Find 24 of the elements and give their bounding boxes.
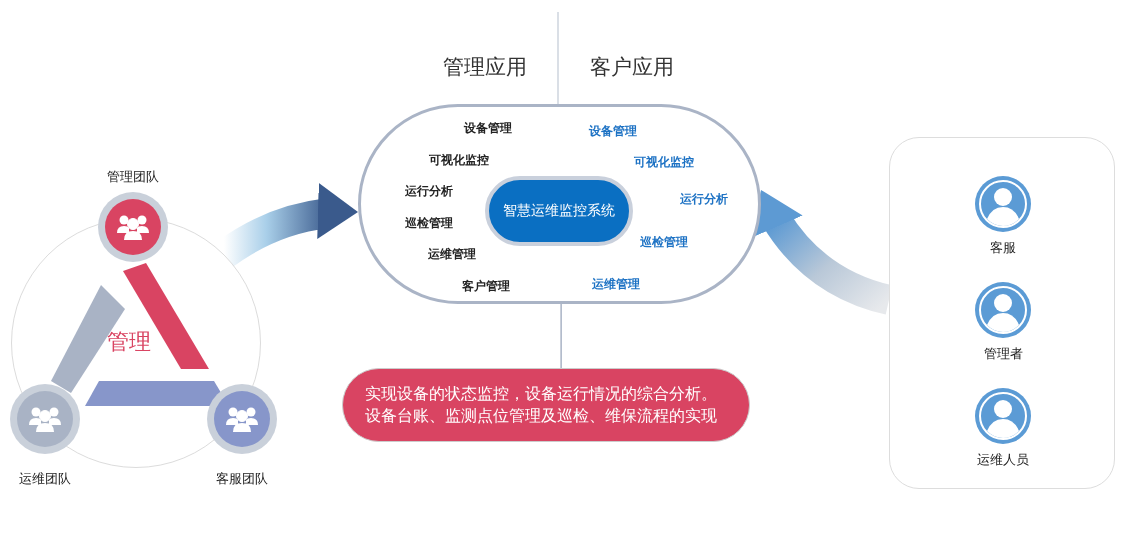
feature-label: 运维管理 — [428, 245, 476, 263]
feature-label: 运行分析 — [680, 190, 728, 208]
section-heading: 客户应用 — [590, 54, 674, 81]
core-label: 管理 — [107, 328, 151, 356]
team-label: 客服团队 — [216, 470, 268, 488]
feature-label: 运行分析 — [405, 182, 453, 200]
feature-label: 设备管理 — [589, 122, 637, 140]
feature-label: 可视化监控 — [634, 153, 694, 171]
connector-line — [560, 303, 562, 369]
feature-label: 运维管理 — [592, 275, 640, 293]
user-panel — [889, 137, 1115, 489]
user-label: 运维人员 — [977, 451, 1029, 469]
team-label: 运维团队 — [19, 470, 71, 488]
description-text: 实现设备的状态监控，设备运行情况的综合分析。设备台账、监测点位管理及巡检、维保流程的实现 — [365, 384, 718, 427]
team-label: 管理团队 — [107, 168, 159, 186]
feature-label: 巡检管理 — [405, 214, 453, 232]
system-pill: 智慧运维监控系统 — [485, 176, 633, 246]
user-label: 客服 — [990, 239, 1016, 257]
feature-label: 客户管理 — [462, 277, 510, 295]
section-heading: 管理应用 — [443, 54, 527, 81]
feature-label: 巡检管理 — [640, 233, 688, 251]
feature-label: 设备管理 — [464, 119, 512, 137]
user-label: 管理者 — [983, 345, 1023, 363]
feature-label: 可视化监控 — [429, 151, 489, 169]
